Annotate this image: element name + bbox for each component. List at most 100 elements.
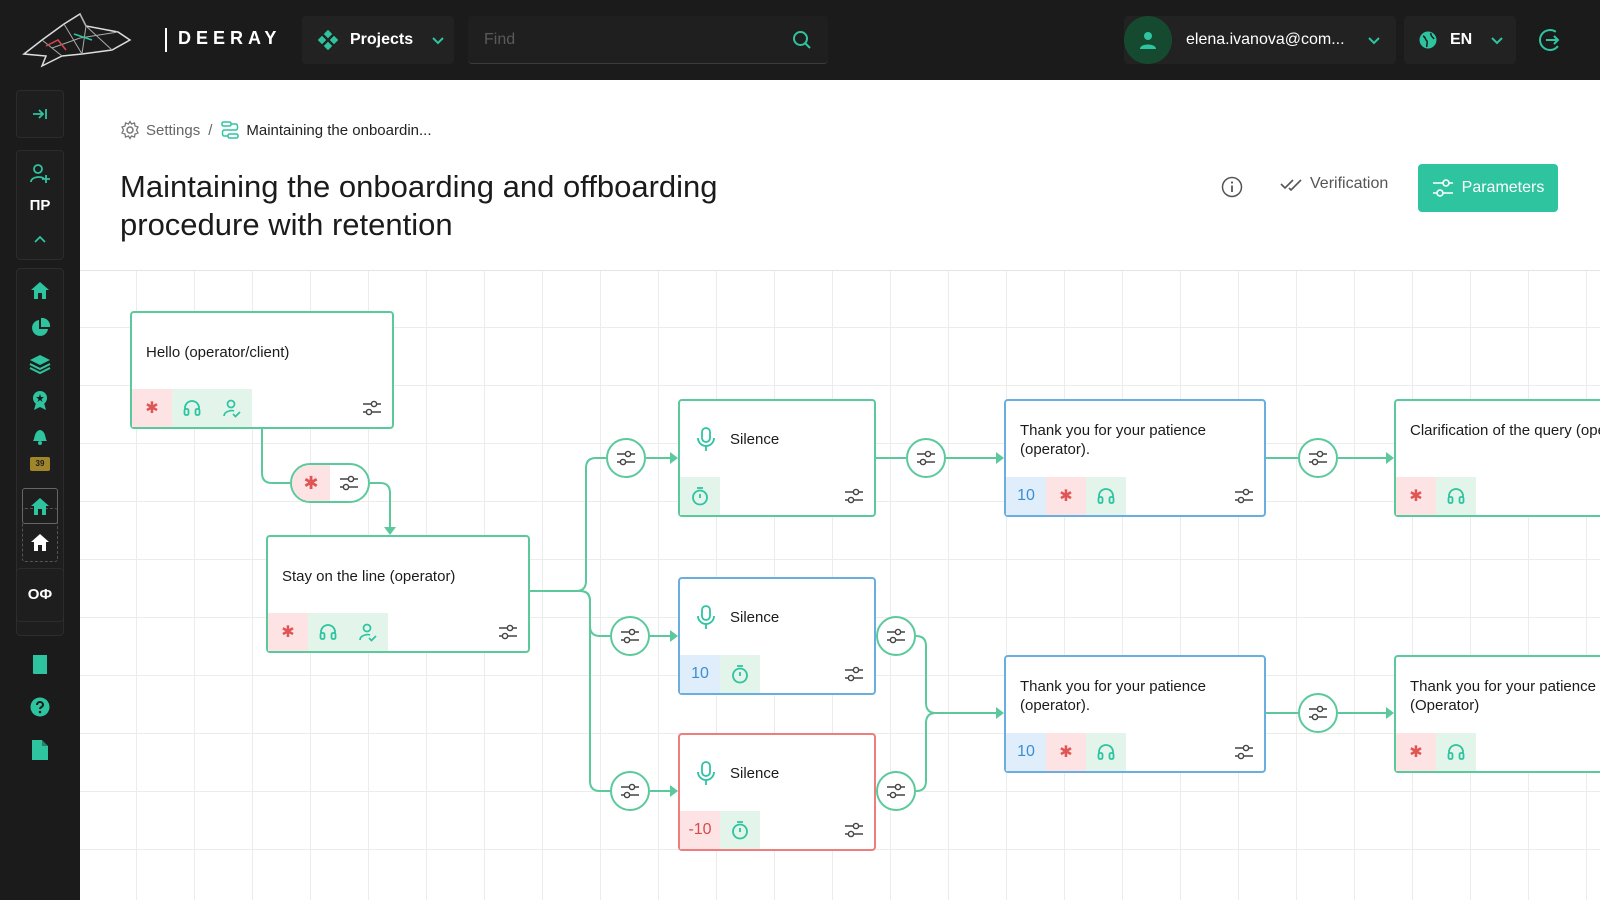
flow-node-silence-1[interactable]: Silence [678,399,876,517]
flow-node-stay-on-line[interactable]: Stay on the line (operator) ✱ [266,535,530,653]
connector-settings[interactable] [876,771,916,811]
double-check-icon [1280,179,1302,191]
node-footer: 10 ✱ [1006,733,1126,771]
project-short[interactable]: ПР [29,197,51,214]
settings-gear-icon [121,120,139,140]
home-icon[interactable] [28,278,52,302]
chevron-down-icon [432,37,444,45]
main-content: Settings / Maintaining the onboardin... … [80,80,1600,900]
headset-icon[interactable] [1086,477,1126,515]
flow-icon [221,121,240,139]
headset-icon[interactable] [1436,477,1476,515]
language-dropdown[interactable]: EN [1404,16,1516,64]
home-alt-icon[interactable] [28,494,52,518]
condition-pill[interactable]: ✱ [290,463,370,503]
logout-icon[interactable] [1536,26,1564,54]
book-icon[interactable] [28,652,52,676]
sliders-icon [621,783,639,799]
help-icon[interactable] [28,695,52,719]
node-label: Thank you for your patience (operator). [1020,678,1206,714]
connector-settings[interactable] [610,616,650,656]
headset-icon[interactable] [1086,733,1126,771]
breadcrumb-settings[interactable]: Settings [146,121,201,139]
connector-settings[interactable] [1298,438,1338,478]
page-title: Maintaining the onboarding and offboardi… [120,169,718,242]
score-value[interactable]: 10 [1006,477,1046,515]
node-label: Thank you for your patience (Operator) [1410,678,1596,714]
collapse-rail-button[interactable] [16,90,64,138]
user-check-icon[interactable] [348,613,388,651]
search-input[interactable] [484,30,784,49]
add-user-icon[interactable] [28,162,52,186]
sliders-icon [887,783,905,799]
connector-settings[interactable] [1298,693,1338,733]
search-icon[interactable] [792,30,812,50]
org-switcher[interactable] [16,568,64,622]
mic-icon [697,605,715,629]
asterisk-icon[interactable]: ✱ [1046,733,1086,771]
award-icon[interactable] [28,388,52,412]
layers-icon[interactable] [28,352,52,376]
sliders-icon[interactable] [844,820,864,840]
flow-node-silence-2[interactable]: Silence 10 [678,577,876,695]
headset-icon[interactable] [1436,733,1476,771]
parameters-button[interactable]: Parameters [1418,164,1558,212]
org-short: ОФ [27,586,53,603]
score-value[interactable]: -10 [680,811,720,849]
connector-settings[interactable] [610,771,650,811]
pie-chart-icon[interactable] [28,316,52,340]
sliders-icon[interactable] [1234,486,1254,506]
bell-icon[interactable] [28,424,52,448]
asterisk-icon[interactable]: ✱ [132,389,172,427]
top-bar: DEERAY Projects elena.ivanova@com... EN [0,0,1600,80]
info-icon[interactable] [1220,175,1244,199]
connector-settings[interactable] [876,616,916,656]
mic-icon [697,761,715,785]
flow-node-thanks-3[interactable]: Thank you for your patience (Operator) ✱ [1394,655,1600,773]
node-footer [680,477,720,515]
asterisk-icon[interactable]: ✱ [1396,733,1436,771]
chevron-up-icon[interactable] [28,228,52,252]
diamond-cluster-icon [318,30,338,50]
sliders-icon [1309,705,1327,721]
flow-node-hello[interactable]: Hello (operator/client) ✱ [130,311,394,429]
document-icon[interactable] [28,738,52,762]
score-value[interactable]: 10 [1006,733,1046,771]
node-label: Hello (operator/client) [146,344,290,361]
user-check-icon[interactable] [212,389,252,427]
timer-icon[interactable] [720,811,760,849]
flow-node-thanks-1[interactable]: Thank you for your patience (operator). … [1004,399,1266,517]
projects-dropdown[interactable]: Projects [302,16,454,64]
flow-connectors [261,429,1394,797]
asterisk-icon: ✱ [292,465,330,501]
home-white-icon[interactable] [28,530,52,554]
sliders-icon[interactable] [362,398,382,418]
asterisk-icon[interactable]: ✱ [1396,477,1436,515]
parameters-label: Parameters [1461,179,1545,196]
node-footer: ✱ [1396,477,1476,515]
sliders-icon [617,450,635,466]
flow-node-thanks-2[interactable]: Thank you for your patience (operator). … [1004,655,1266,773]
connector-settings[interactable] [606,438,646,478]
breadcrumb-separator: / [208,121,213,139]
timer-icon[interactable] [680,477,720,515]
timer-icon[interactable] [720,655,760,693]
sliders-icon[interactable] [844,664,864,684]
chevron-down-icon [1367,37,1380,45]
sliders-icon[interactable] [844,486,864,506]
sliders-icon[interactable] [498,622,518,642]
sliders-icon[interactable] [1234,742,1254,762]
score-value[interactable]: 10 [680,655,720,693]
brand-logo[interactable]: DEERAY [22,10,276,70]
flow-canvas[interactable]: Hello (operator/client) ✱ ✱ Stay on the … [80,270,1600,900]
user-menu[interactable]: elena.ivanova@com... [1124,16,1396,64]
headset-icon[interactable] [308,613,348,651]
user-icon [1140,32,1156,49]
flow-node-silence-3[interactable]: Silence -10 [678,733,876,851]
flow-node-clarification[interactable]: Clarification of the query (operator) ✱ [1394,399,1600,517]
headset-icon[interactable] [172,389,212,427]
verification-button[interactable]: Verification [1280,175,1388,193]
asterisk-icon[interactable]: ✱ [1046,477,1086,515]
asterisk-icon[interactable]: ✱ [268,613,308,651]
connector-settings[interactable] [906,438,946,478]
